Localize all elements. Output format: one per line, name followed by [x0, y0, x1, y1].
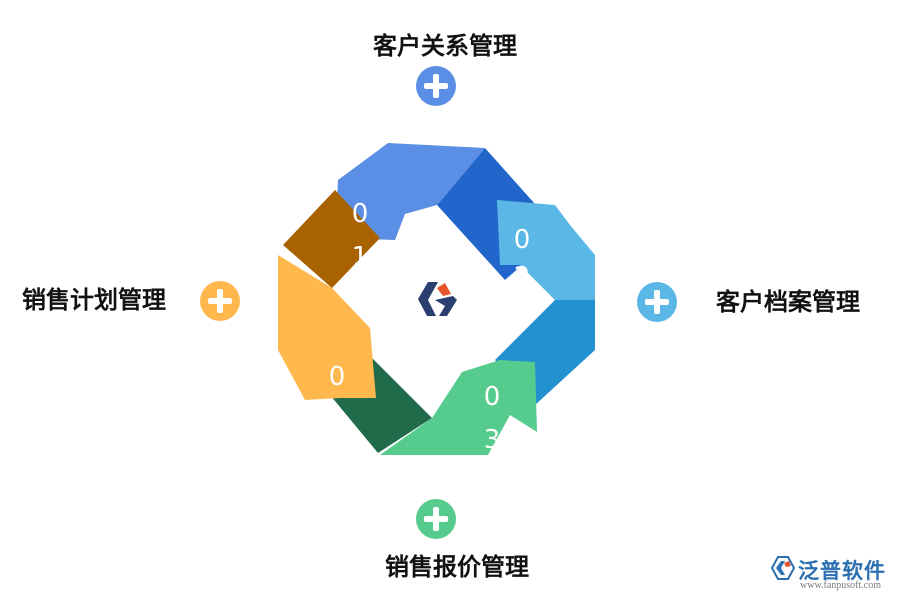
hexagon-logo-icon [418, 282, 457, 316]
plus-circle-icon[interactable] [200, 281, 240, 321]
brand-watermark: 泛普软件 www.fanpusoft.com [770, 553, 895, 593]
step-number-left: 0 [329, 362, 346, 392]
plus-circle-icon[interactable] [416, 499, 456, 539]
step-label-customer-relationship: 客户关系管理 [373, 32, 517, 60]
brand-url[interactable]: www.fanpusoft.com [800, 580, 882, 591]
plus-circle-icon[interactable] [637, 282, 677, 322]
step-label-sales-quotation: 销售报价管理 [385, 553, 529, 581]
brand-name: 泛普软件 [798, 559, 886, 583]
step-number-bottom: 0 [484, 382, 501, 412]
brand-logo-icon [770, 556, 796, 580]
step-number-top: 0 [352, 199, 369, 229]
step-label-sales-plan: 销售计划管理 [22, 286, 166, 314]
step-label-customer-archive: 客户档案管理 [716, 288, 860, 316]
cycle-segment-left [278, 190, 380, 400]
step-number-right-2: 2 [514, 262, 531, 292]
step-number-top-2: 1 [352, 242, 369, 272]
plus-circle-icon[interactable] [416, 66, 456, 106]
step-number-bottom-2: 3 [484, 425, 501, 455]
step-number-right: 0 [514, 225, 531, 255]
step-number-left-2: 4 [329, 405, 346, 435]
